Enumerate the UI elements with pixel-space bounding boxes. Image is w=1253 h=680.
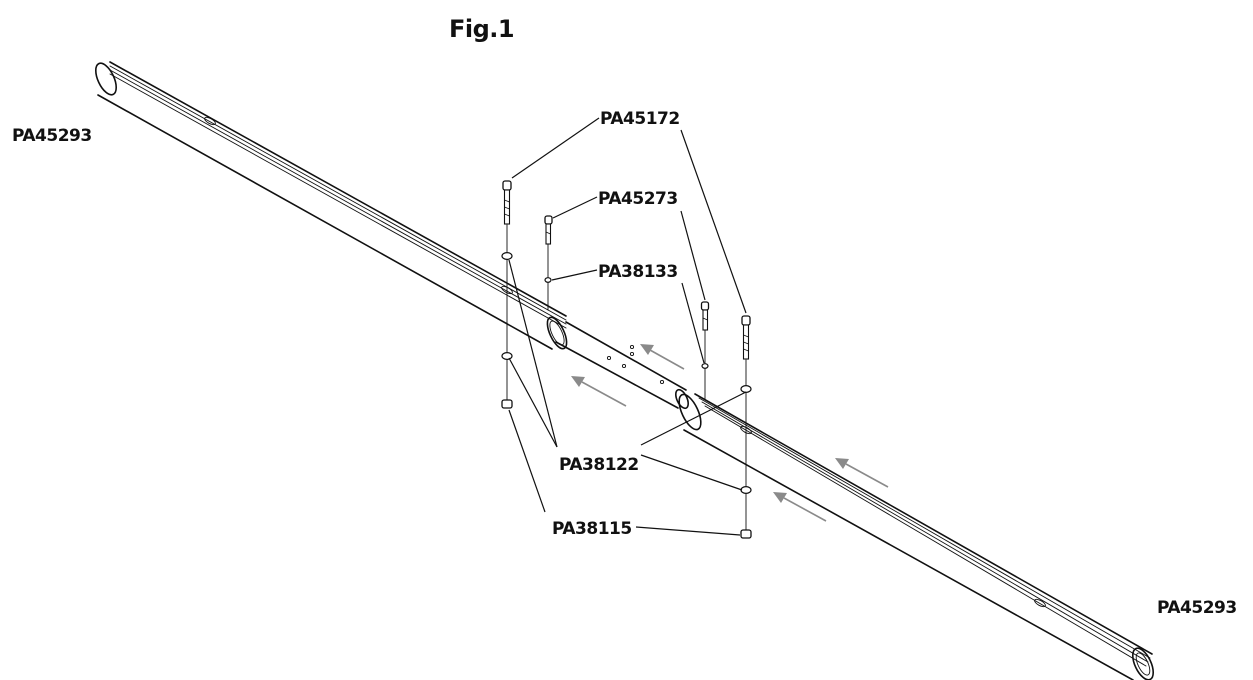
label-nut: PA38115 xyxy=(552,519,632,539)
left-tube-slot-line xyxy=(109,69,567,325)
flat-washer xyxy=(501,252,513,261)
long-bolt-head xyxy=(741,315,751,326)
right-tube-bottom-edge xyxy=(683,429,1134,680)
bolt-thread xyxy=(504,206,510,210)
bolt-thread xyxy=(743,341,749,345)
connector-hole xyxy=(621,363,627,369)
right-tube-top-edge xyxy=(694,393,1153,655)
connector-end xyxy=(675,388,689,410)
right-tube-slot-line xyxy=(698,397,1151,659)
lock-washer xyxy=(544,277,552,283)
left-tube-slot-line xyxy=(109,65,567,321)
label-tube-top-left: PA45293 xyxy=(12,126,92,146)
left-tube-top-edge xyxy=(109,61,567,317)
right-tube-open-end xyxy=(678,393,702,431)
short-bolt-head xyxy=(544,215,553,225)
left-tube-open-end xyxy=(546,316,568,350)
figure-title: Fig.1 xyxy=(449,15,514,43)
label-short-bolt: PA45273 xyxy=(598,189,678,209)
right-tube-slot-line xyxy=(704,405,1147,667)
short-bolt-head xyxy=(700,301,710,311)
bolt-thread xyxy=(743,348,749,352)
nut xyxy=(501,399,513,409)
connector-hole xyxy=(629,351,635,357)
arrow xyxy=(571,376,627,407)
bolt-thread xyxy=(504,199,510,203)
bolt-thread xyxy=(743,334,749,338)
long-bolt-head xyxy=(502,180,512,191)
left-tube-bottom-edge xyxy=(97,94,553,350)
label-long-bolt: PA45172 xyxy=(600,109,680,129)
flat-washer xyxy=(740,486,752,495)
direction-arrows xyxy=(571,344,889,522)
right-tube-end-cap-inner xyxy=(1135,652,1151,676)
connector-tube xyxy=(555,321,689,410)
lock-washer xyxy=(701,363,709,369)
arrow xyxy=(835,458,889,488)
flat-washer xyxy=(501,352,513,361)
bolt-thread xyxy=(545,231,551,235)
right-tube xyxy=(678,393,1155,680)
connector-bottom-edge xyxy=(555,341,679,409)
bolt-thread xyxy=(504,213,510,217)
left-tube-notch xyxy=(204,116,216,126)
right-tube-notch xyxy=(1034,598,1046,608)
connector-hole xyxy=(606,355,612,361)
nut xyxy=(740,529,752,539)
connector-hole xyxy=(659,379,665,385)
connector-hole xyxy=(629,344,635,350)
left-short-bolt-stack xyxy=(544,215,553,311)
label-tube-bottom-right: PA45293 xyxy=(1157,598,1237,618)
arrow xyxy=(640,344,685,370)
right-tube-end-cap xyxy=(1131,647,1155,680)
left-tube xyxy=(94,61,568,350)
bolt-thread xyxy=(702,317,708,321)
connector-top-edge xyxy=(565,321,687,391)
left-tube-slot-line xyxy=(109,73,567,329)
label-lock-washer: PA38133 xyxy=(598,262,678,282)
right-long-bolt-stack xyxy=(740,315,752,539)
flat-washer xyxy=(740,385,752,394)
left-tube-notch xyxy=(501,285,513,295)
left-long-bolt-stack xyxy=(501,180,513,409)
right-tube-notch xyxy=(740,425,752,435)
arrow xyxy=(773,492,827,522)
right-tube-slot-line xyxy=(701,401,1149,663)
label-flat-washer: PA38122 xyxy=(559,455,639,475)
right-short-bolt-stack xyxy=(700,301,710,401)
leader-lines xyxy=(508,117,747,536)
